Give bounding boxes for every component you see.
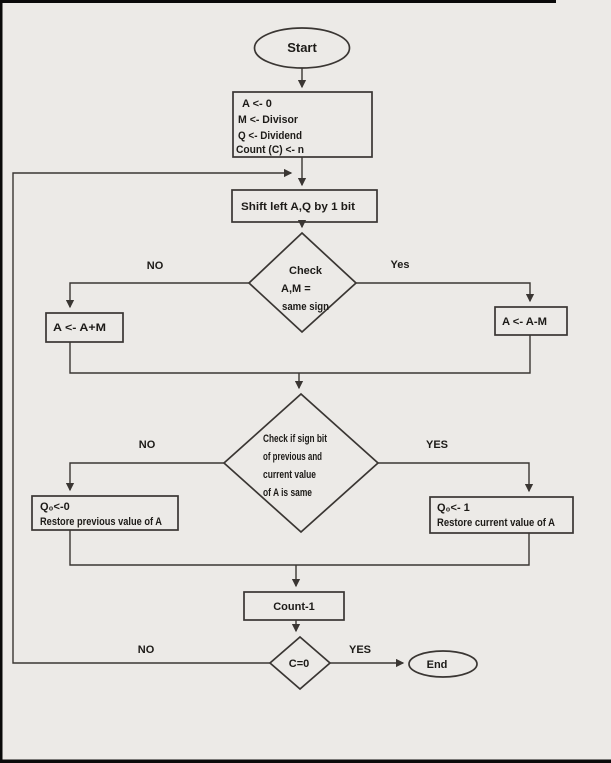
q-restore-prev-line-1: Q₀<-0	[40, 501, 70, 513]
decision1-line-2: A,M =	[281, 283, 311, 295]
decision3-yes-label: YES	[349, 644, 371, 656]
decision2-yes-label: YES	[426, 439, 448, 451]
add-box-shape	[45, 312, 124, 343]
start-label: Start	[287, 40, 317, 55]
frame-left-strip	[0, 0, 3, 763]
add-box-label: A <- A+M	[53, 322, 106, 334]
connector-decision2-no-branch	[65, 462, 224, 492]
decision2-line-4: of A is same	[263, 487, 312, 499]
subtract-box-shape	[494, 306, 568, 336]
decision2-line-1: Check if sign bit	[263, 433, 327, 445]
decision1-yes-label: Yes	[391, 259, 410, 271]
decision1-no-label: NO	[147, 260, 164, 272]
init-line-3: Q <- Dividend	[238, 130, 302, 142]
count-box-shape	[243, 591, 345, 621]
q-set-current-line-2: Restore current value of A	[437, 517, 555, 529]
start-terminator-shape	[253, 27, 351, 69]
frame-bottom-strip	[0, 759, 611, 763]
init-line-1: A <- 0	[242, 98, 272, 110]
decision1-line-1: Check	[289, 265, 323, 277]
decision2-line-3: current value	[263, 469, 316, 481]
connector-loop-no-feedback	[12, 168, 293, 664]
end-terminator-shape	[408, 650, 478, 678]
connector-decision1-no-branch	[65, 282, 249, 309]
decision3-diamond-shape	[268, 635, 332, 691]
shift-label: Shift left A,Q by 1 bit	[241, 201, 355, 213]
decision1-diamond-shape	[247, 231, 358, 334]
decision2-no-label: NO	[139, 439, 156, 451]
frame-top-strip	[0, 0, 556, 3]
init-box-shape	[232, 91, 373, 158]
decision3-no-label: NO	[138, 644, 155, 656]
decision2-line-2: of previous and	[263, 451, 322, 463]
connector-decision1-yes-branch	[356, 282, 535, 303]
q-set-current-box-shape	[429, 496, 574, 534]
decision1-line-3: same sign	[282, 301, 329, 313]
init-line-4: Count (C) <- n	[236, 144, 304, 156]
init-line-2: M <- Divisor	[238, 114, 299, 126]
q-restore-prev-box-shape	[31, 495, 179, 531]
count-box-label: Count-1	[273, 601, 315, 613]
connector-merge2	[69, 530, 530, 566]
end-label: End	[427, 659, 448, 671]
connector-merge1	[69, 335, 531, 374]
q-set-current-line-1: Q₀<- 1	[437, 502, 470, 514]
connector-decision2-yes-branch	[378, 462, 534, 493]
shift-box-shape	[231, 189, 378, 223]
subtract-box-label: A <- A-M	[502, 316, 547, 328]
q-restore-prev-line-2: Restore previous value of A	[40, 516, 162, 528]
decision3-label: C=0	[289, 658, 310, 670]
decision2-diamond-shape	[222, 392, 380, 534]
